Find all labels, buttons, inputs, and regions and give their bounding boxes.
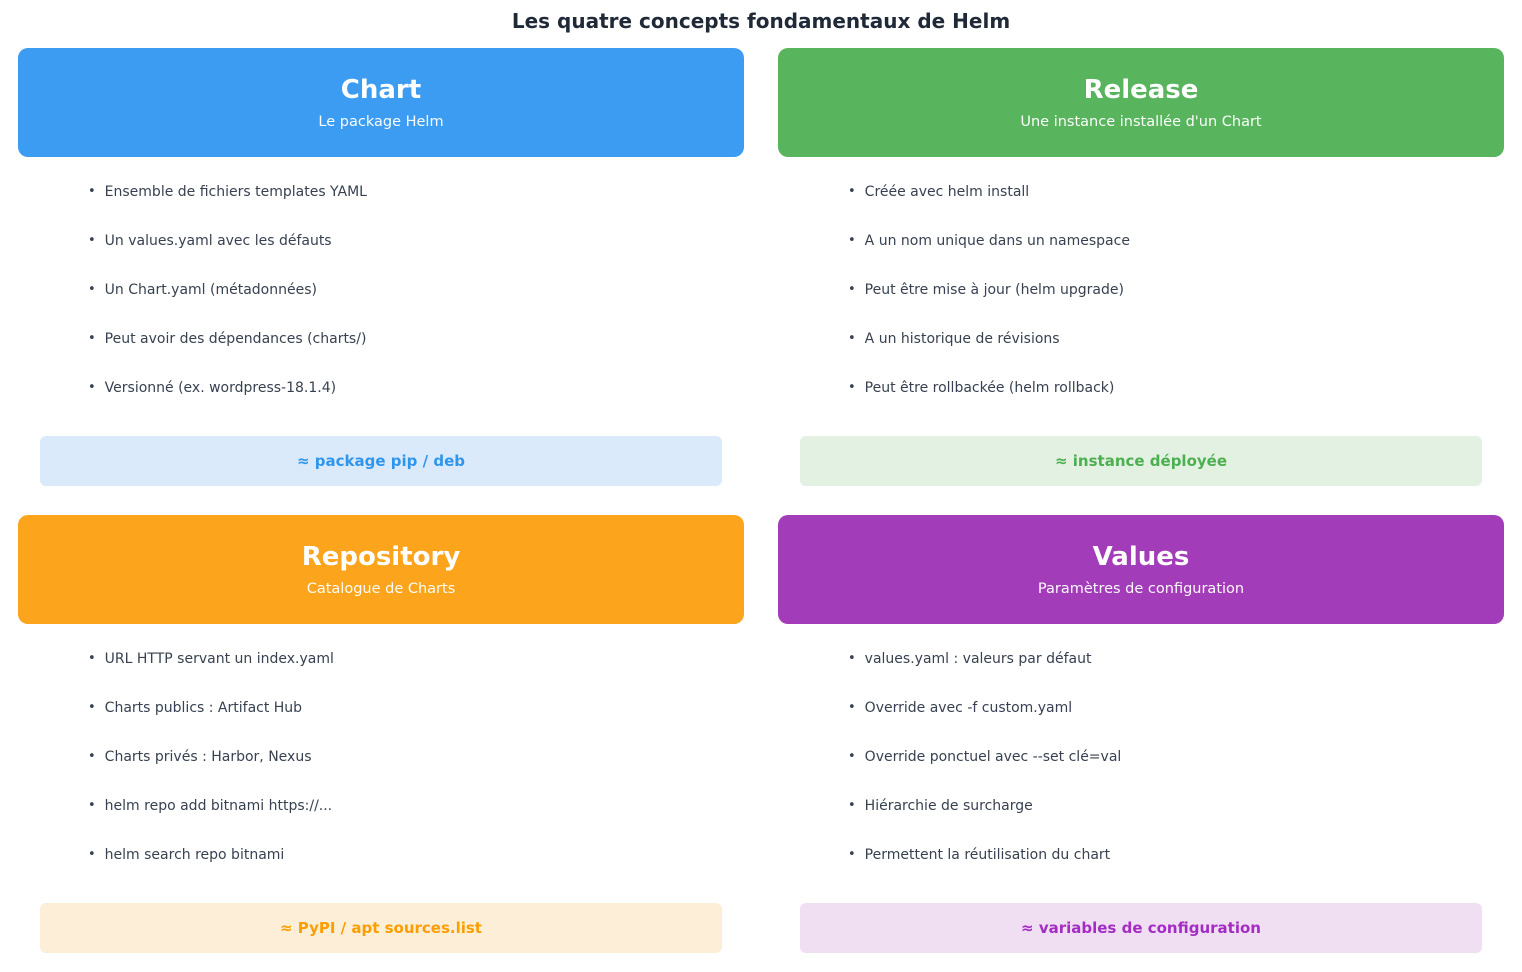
bullet-list: URL HTTP servant un index.yaml Charts pu… bbox=[18, 634, 744, 879]
card-title: Chart bbox=[340, 74, 422, 105]
bullet-list: Créée avec helm install A un nom unique … bbox=[778, 167, 1504, 412]
card-subtitle: Paramètres de configuration bbox=[1037, 581, 1245, 598]
bullet-item: Un values.yaml avec les défauts bbox=[88, 216, 744, 265]
card-subtitle: Catalogue de Charts bbox=[306, 581, 456, 598]
card-chart: Chart Le package Helm Ensemble de fichie… bbox=[18, 48, 744, 486]
bullet-list: Ensemble de fichiers templates YAML Un v… bbox=[18, 167, 744, 412]
bullet-list: values.yaml : valeurs par défaut Overrid… bbox=[778, 634, 1504, 879]
approx-badge: ≈ variables de configuration bbox=[800, 903, 1482, 953]
bullet-item: Créée avec helm install bbox=[848, 167, 1504, 216]
bullet-item: Peut avoir des dépendances (charts/) bbox=[88, 314, 744, 363]
card-values-header: Values Paramètres de configuration bbox=[778, 515, 1504, 624]
bullet-item: Override ponctuel avec --set clé=val bbox=[848, 732, 1504, 781]
page-title: Les quatre concepts fondamentaux de Helm bbox=[511, 9, 1011, 33]
bullet-item: Override avec -f custom.yaml bbox=[848, 683, 1504, 732]
bullet-item: Peut être rollbackée (helm rollback) bbox=[848, 363, 1504, 412]
bullet-item: values.yaml : valeurs par défaut bbox=[848, 634, 1504, 683]
bullet-item: Charts privés : Harbor, Nexus bbox=[88, 732, 744, 781]
concept-grid: Chart Le package Helm Ensemble de fichie… bbox=[0, 39, 1522, 953]
card-title: Release bbox=[1083, 74, 1199, 105]
bullet-item: Versionné (ex. wordpress-18.1.4) bbox=[88, 363, 744, 412]
card-repository-header: Repository Catalogue de Charts bbox=[18, 515, 744, 624]
bullet-item: Charts publics : Artifact Hub bbox=[88, 683, 744, 732]
card-subtitle: Le package Helm bbox=[318, 114, 444, 131]
bullet-item: A un nom unique dans un namespace bbox=[848, 216, 1504, 265]
card-title: Repository bbox=[301, 541, 461, 572]
card-release: Release Une instance installée d'un Char… bbox=[778, 48, 1504, 486]
approx-badge: ≈ package pip / deb bbox=[40, 436, 722, 486]
bullet-item: A un historique de révisions bbox=[848, 314, 1504, 363]
bullet-item: Hiérarchie de surcharge bbox=[848, 781, 1504, 830]
bullet-item: Permettent la réutilisation du chart bbox=[848, 830, 1504, 879]
bullet-item: Ensemble de fichiers templates YAML bbox=[88, 167, 744, 216]
bullet-item: Peut être mise à jour (helm upgrade) bbox=[848, 265, 1504, 314]
approx-badge: ≈ instance déployée bbox=[800, 436, 1482, 486]
card-repository: Repository Catalogue de Charts URL HTTP … bbox=[18, 515, 744, 953]
bullet-item: URL HTTP servant un index.yaml bbox=[88, 634, 744, 683]
card-title: Values bbox=[1092, 541, 1190, 572]
bullet-item: helm search repo bitnami bbox=[88, 830, 744, 879]
bullet-item: helm repo add bitnami https://... bbox=[88, 781, 744, 830]
card-values: Values Paramètres de configuration value… bbox=[778, 515, 1504, 953]
card-release-header: Release Une instance installée d'un Char… bbox=[778, 48, 1504, 157]
card-chart-header: Chart Le package Helm bbox=[18, 48, 744, 157]
approx-badge: ≈ PyPI / apt sources.list bbox=[40, 903, 722, 953]
bullet-item: Un Chart.yaml (métadonnées) bbox=[88, 265, 744, 314]
card-subtitle: Une instance installée d'un Chart bbox=[1020, 114, 1262, 131]
